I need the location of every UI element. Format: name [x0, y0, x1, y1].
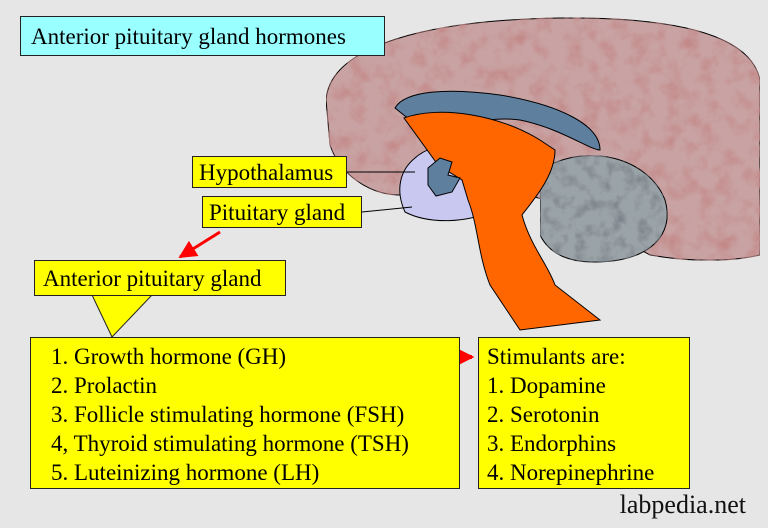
stimulant-item: 2. Serotonin — [487, 402, 600, 427]
stimulant-list: Stimulants are: 1. Dopamine 2. Serotonin… — [487, 342, 689, 487]
pituitary-gland-label: Pituitary gland — [202, 196, 362, 228]
cerebellum-shape — [539, 155, 668, 263]
stimulant-item: 1. Dopamine — [487, 373, 606, 398]
stimulants-box: Stimulants are: 1. Dopamine 2. Serotonin… — [478, 337, 690, 489]
callout-tail — [91, 294, 154, 338]
brainstem-shape — [403, 111, 602, 331]
stimulants-heading: Stimulants are: — [487, 344, 626, 369]
stimulant-item: 4. Norepinephrine — [487, 460, 655, 485]
anterior-pituitary-text: Anterior pituitary gland — [43, 266, 262, 291]
pituitary-pointer — [361, 206, 413, 213]
hormone-item: 1. Growth hormone (GH) — [51, 344, 287, 369]
anterior-pituitary-label: Anterior pituitary gland — [34, 260, 286, 296]
hypothalamus-label: Hypothalamus — [192, 156, 347, 188]
hormone-item: 4, Thyroid stimulating hormone (TSH) — [51, 431, 409, 456]
hormone-item: 5. Luteinizing hormone (LH) — [51, 460, 320, 485]
site-watermark: labpedia.net — [619, 490, 746, 519]
pituitary-gland-text: Pituitary gland — [209, 200, 346, 225]
title-box: Anterior pituitary gland hormones — [20, 16, 385, 56]
hormone-item: 2. Prolactin — [51, 373, 158, 398]
hormone-list: 1. Growth hormone (GH) 2. Prolactin 3. F… — [51, 342, 459, 487]
hormone-item: 3. Follicle stimulating hormone (FSH) — [51, 402, 405, 427]
hormones-box: 1. Growth hormone (GH) 2. Prolactin 3. F… — [30, 337, 460, 489]
stimulant-item: 3. Endorphins — [487, 431, 617, 456]
third-ventricle-shape — [427, 157, 461, 197]
pituitary-to-anterior-arrow — [178, 230, 221, 259]
hypothalamus-text: Hypothalamus — [199, 160, 334, 185]
page-title: Anterior pituitary gland hormones — [31, 24, 346, 49]
